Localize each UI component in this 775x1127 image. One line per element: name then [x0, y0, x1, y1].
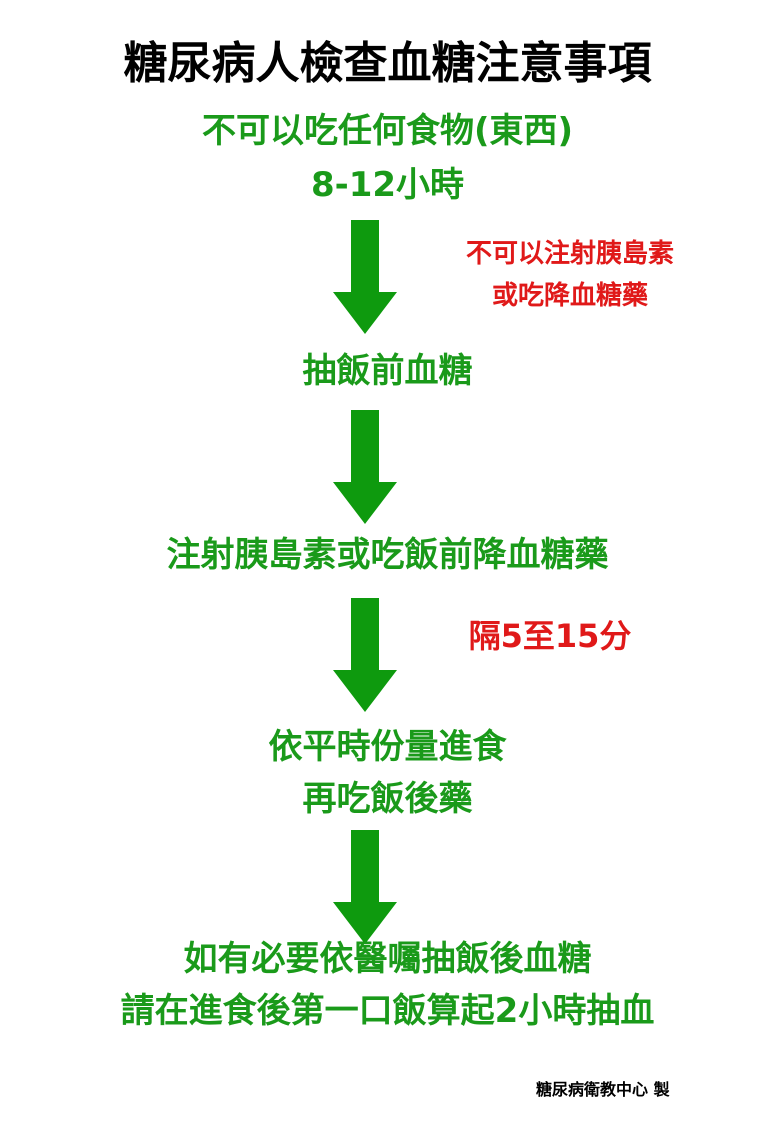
step-1-line-1: 不可以吃任何食物(東西) [201, 111, 574, 151]
step-4-line-2: 再吃飯後藥 [302, 779, 473, 819]
step-4-line-1: 依平時份量進食 [268, 727, 507, 767]
note-interval: 隔5至15分 [468, 617, 632, 655]
step-5-line-1: 如有必要依醫囑抽飯後血糖 [183, 939, 592, 979]
step-1-line-2: 8-12小時 [310, 165, 465, 205]
down-arrow-icon [333, 598, 397, 712]
step-2-line-1: 抽飯前血糖 [302, 351, 473, 391]
step-5-line-2: 請在進食後第一口飯算起2小時抽血 [120, 991, 655, 1031]
down-arrow-icon [333, 410, 397, 524]
note-no-insulin-line-1: 不可以注射胰島素 [465, 239, 674, 269]
footer-credit: 糖尿病衛教中心 製 [536, 1080, 670, 1099]
down-arrow-icon [333, 220, 397, 334]
note-no-insulin-line-2: 或吃降血糖藥 [491, 281, 648, 311]
page-title: 糖尿病人檢查血糖注意事項 [123, 38, 652, 89]
step-3-line-1: 注射胰島素或吃飯前降血糖藥 [166, 535, 609, 575]
down-arrow-icon [333, 830, 397, 944]
